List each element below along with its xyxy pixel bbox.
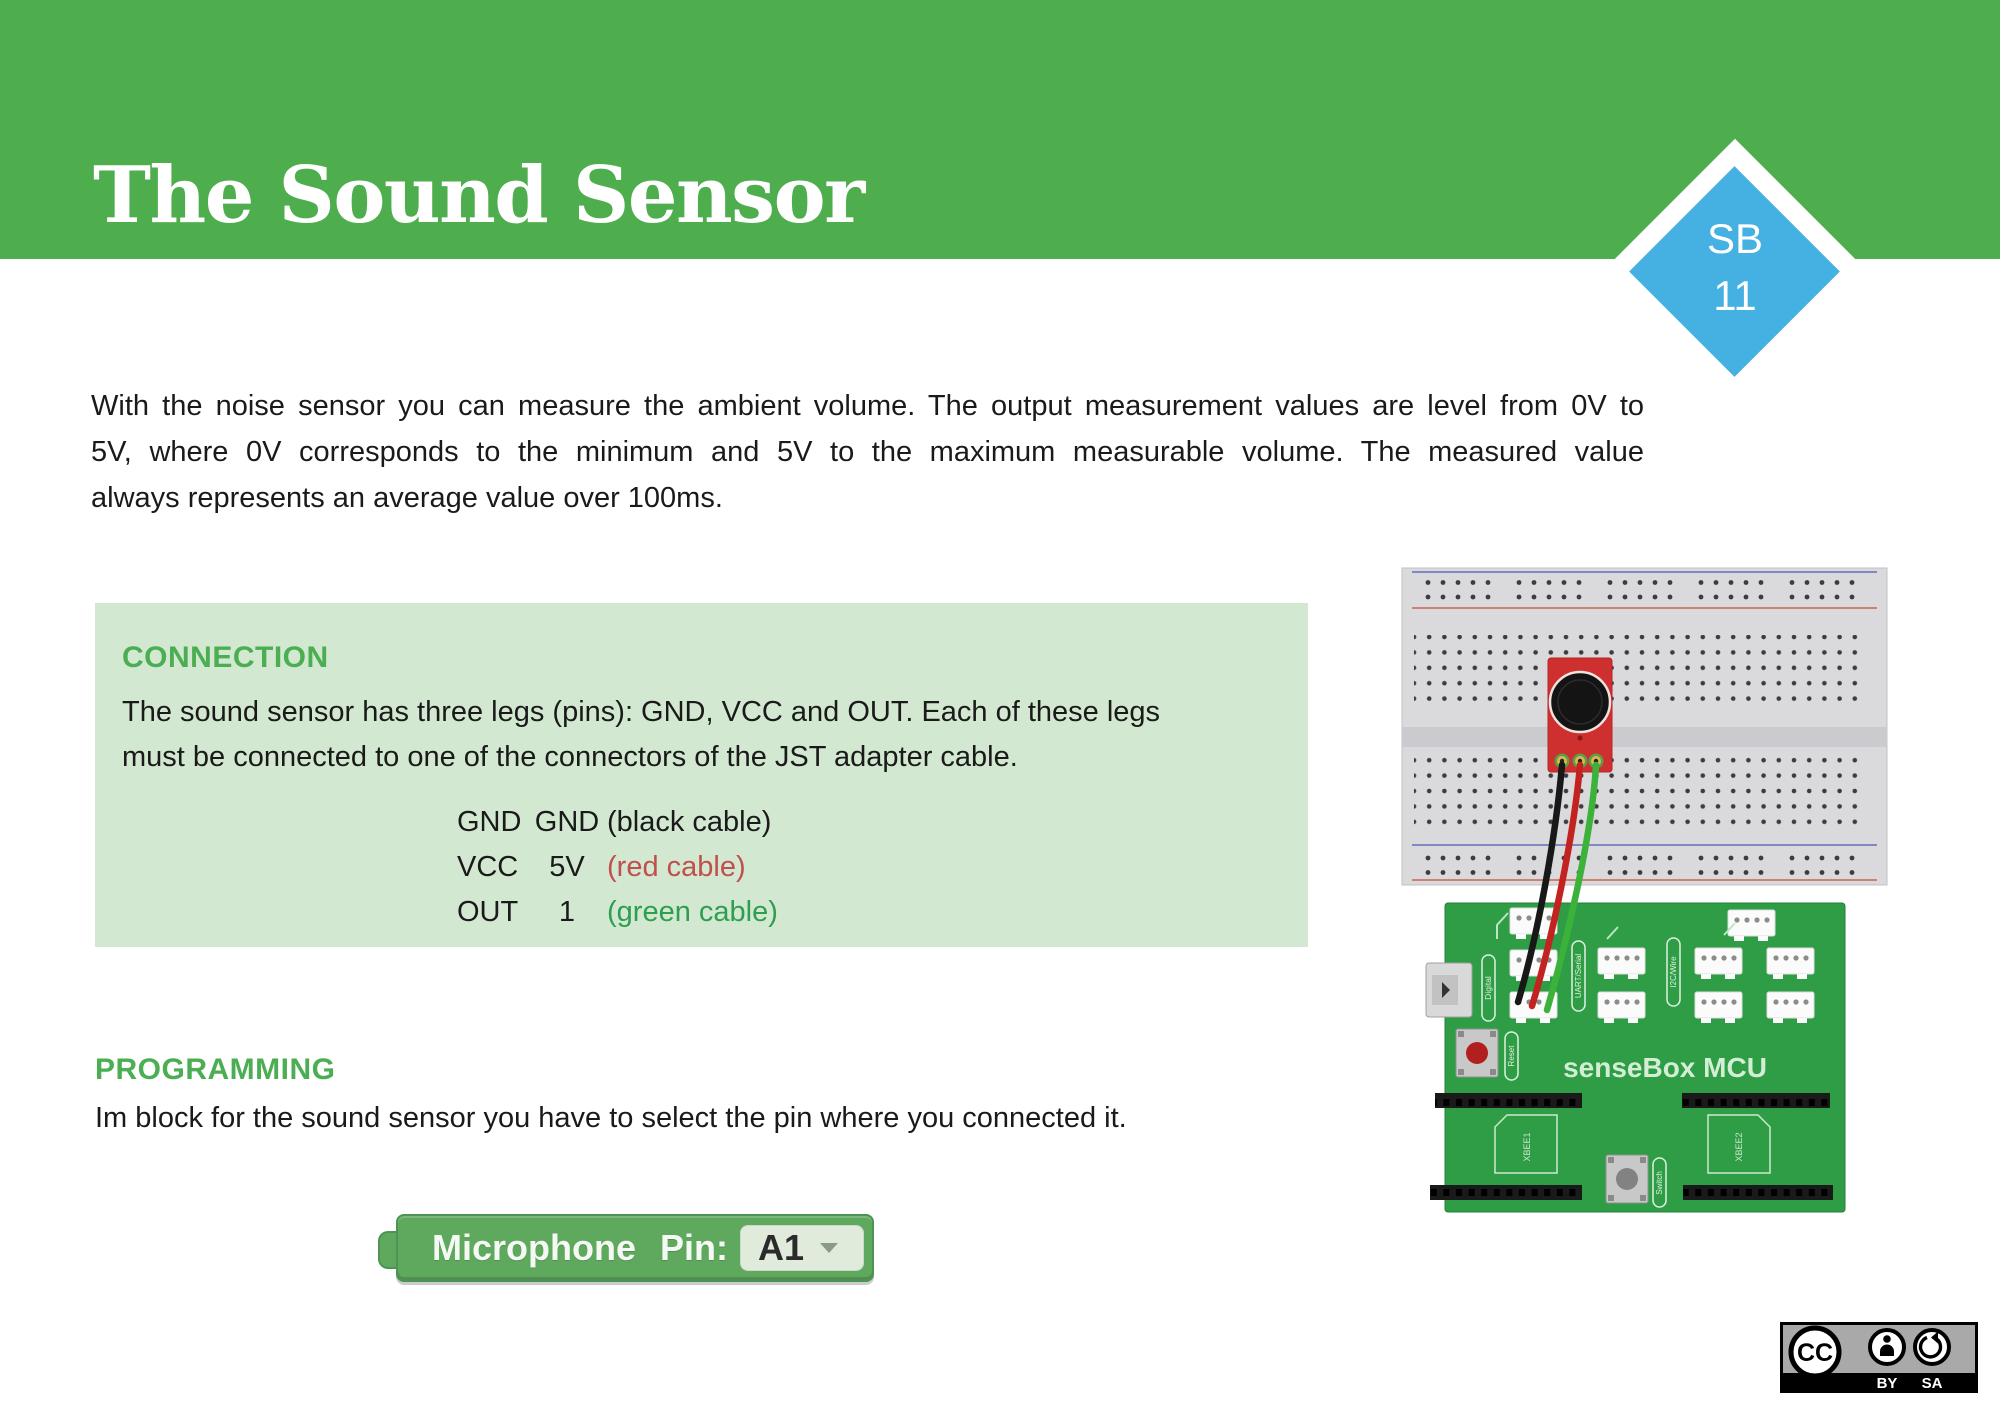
reset-label: Reset: [1507, 1045, 1516, 1067]
intro-line: With the noise sensor you can measure th…: [91, 390, 1644, 422]
pin-cell: 1: [558, 896, 576, 928]
sound-sensor-module: [1547, 657, 1613, 773]
sa-arrow-icon: [1913, 1328, 1951, 1366]
breadboard: [1401, 567, 1888, 886]
pin-cell: (red cable): [607, 851, 746, 883]
connection-line: The sound sensor has three legs (pins): …: [122, 696, 1161, 728]
port-label-i2c: I2C/Wire: [1669, 956, 1678, 988]
connection-body: The sound sensor has three legs (pins): …: [122, 690, 1308, 780]
pin-cell: 5V: [549, 851, 585, 883]
block-body: Microphone Pin: A1: [396, 1214, 874, 1282]
micro-usb-port: [1425, 962, 1473, 1018]
badge-line2: 11: [1713, 272, 1757, 319]
block-pin-dropdown: A1: [740, 1225, 864, 1271]
intro-line: always represents an average value over …: [91, 482, 723, 514]
block-pin-value: A1: [758, 1227, 805, 1268]
port-label-uart: UART/Serial: [1574, 954, 1583, 999]
sensebox-mcu-board: Digital UART/Serial I2C/Wire Reset sense…: [1425, 902, 1846, 1213]
blockly-microphone-block: Microphone Pin: A1: [378, 1214, 874, 1282]
pin-cell: GND: [457, 806, 522, 838]
pin-cell: GND: [534, 806, 600, 838]
lesson-badge: SB 11: [1650, 210, 1820, 324]
pin-cell: (black cable): [607, 806, 772, 838]
cc-by-sa-badge: CC BY SA: [1780, 1322, 1978, 1393]
cc-icon: CC: [1788, 1325, 1842, 1379]
pin-table: GND GND (black cable) VCC 5V (red cable)…: [457, 800, 1308, 935]
programming-body: Im block for the sound sensor you have t…: [95, 1102, 1127, 1134]
connection-line: must be connected to one of the connecto…: [122, 741, 1018, 773]
block-label: Microphone: [432, 1227, 636, 1268]
intro-paragraph: With the noise sensor you can measure th…: [91, 383, 1644, 521]
reset-button: [1455, 1028, 1499, 1078]
svg-text:CC: CC: [1797, 1339, 1833, 1367]
wiring-diagram: Digital UART/Serial I2C/Wire Reset sense…: [1401, 567, 1888, 1213]
block-pin-label: Pin:: [660, 1227, 728, 1268]
intro-line: 5V, where 0V corresponds to the minimum …: [91, 436, 1644, 468]
pin-cell: VCC: [457, 851, 519, 883]
by-person-icon: [1868, 1328, 1906, 1366]
xbee2-label: XBEE2: [1734, 1132, 1744, 1161]
black-cable: [1514, 761, 1566, 1006]
programming-heading: PROGRAMMING: [95, 1053, 336, 1086]
connection-box: CONNECTION The sound sensor has three le…: [95, 603, 1308, 947]
green-cable: [1543, 761, 1600, 1014]
badge-line1: SB: [1706, 215, 1764, 262]
port-label-digital: Digital: [1483, 976, 1493, 1000]
board-label: senseBox MCU: [1563, 1052, 1767, 1083]
sa-label: SA: [1922, 1375, 1943, 1392]
jumper-cables: [1514, 761, 1600, 1014]
pin-cell: (green cable): [607, 896, 778, 928]
xbee1-label: XBEE1: [1522, 1132, 1532, 1161]
page-title: The Sound Sensor: [93, 150, 865, 241]
red-cable: [1528, 761, 1584, 1010]
microphone-icon: [1548, 670, 1612, 734]
pin-headers: [1430, 1093, 1833, 1200]
pin-cell: OUT: [457, 896, 519, 928]
by-label: BY: [1877, 1375, 1898, 1392]
switch-label: Switch: [1655, 1171, 1664, 1195]
connection-heading: CONNECTION: [122, 641, 329, 674]
switch-button: [1605, 1154, 1649, 1204]
chevron-down-icon: [820, 1243, 839, 1253]
